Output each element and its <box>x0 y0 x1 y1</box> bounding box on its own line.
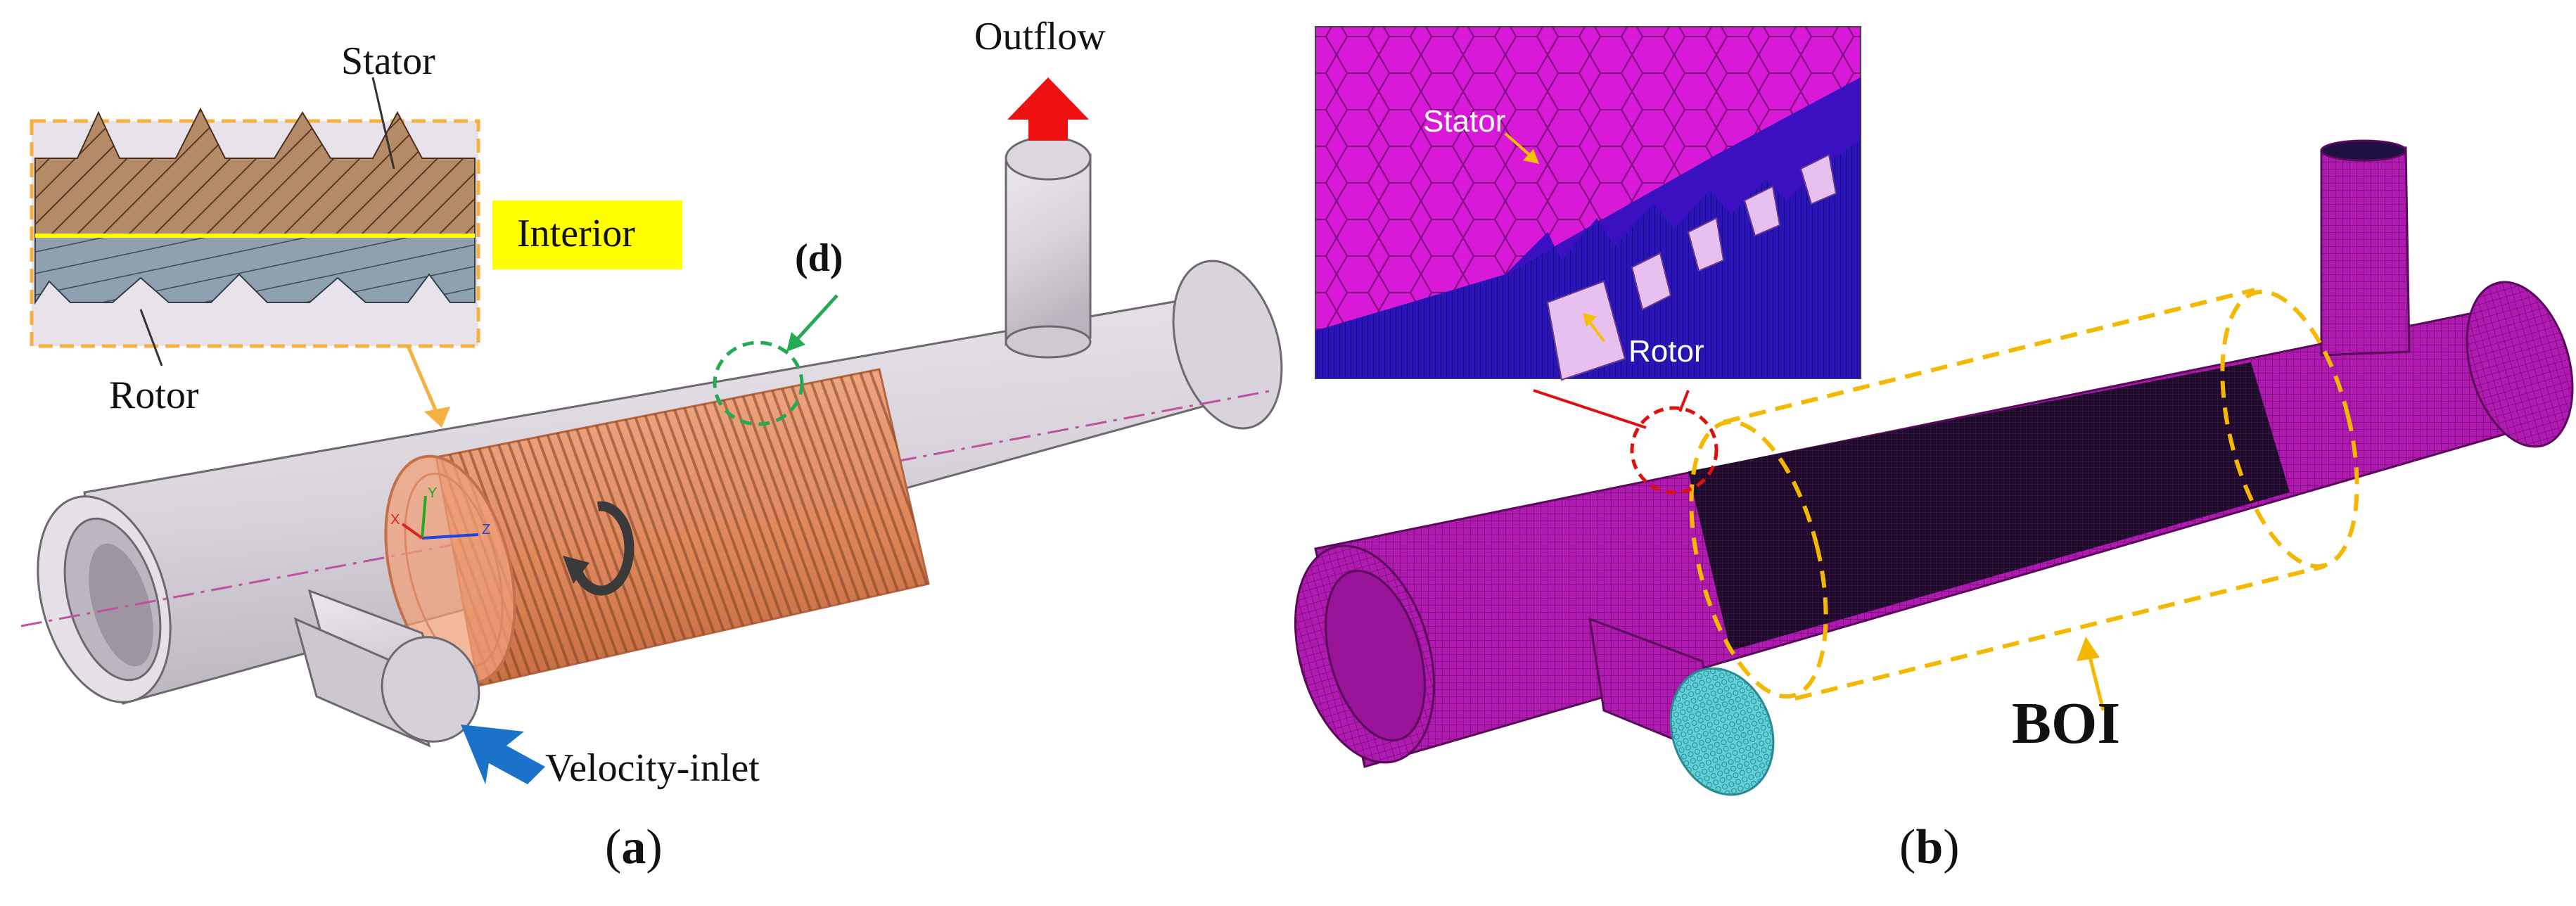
panel-b-geometry <box>1294 26 2574 796</box>
callout-frame <box>30 77 480 428</box>
outflow-arrow-icon <box>1007 77 1089 141</box>
axis-triad <box>401 495 479 540</box>
boi-frame <box>1689 288 2359 711</box>
zoom-inset <box>1315 26 1861 381</box>
stator-label: Stator <box>341 39 435 83</box>
rotor-sleeve <box>384 368 930 687</box>
inset-stator-label: Stator <box>1423 104 1506 139</box>
outflow-pipe <box>1005 136 1092 359</box>
boi-label: BOI <box>2012 691 2121 756</box>
panel-a: Stator Rotor Interior Outflow Velocity-i… <box>20 15 1283 874</box>
zoom-marker <box>1533 389 1719 495</box>
detail-marker-circle <box>713 294 839 426</box>
caption-b: (b) <box>1899 820 1960 874</box>
rotor-label: Rotor <box>109 374 199 417</box>
interior-highlight <box>492 200 682 269</box>
detail-marker-label: (d) <box>795 236 843 280</box>
inset-rotor-label: Rotor <box>1628 334 1704 369</box>
interior-label: Interior <box>517 212 635 255</box>
caption-a: (a) <box>605 820 663 874</box>
axis-y-label: Y <box>428 485 438 501</box>
mesh-inlet-pipe <box>1588 617 1775 796</box>
inlet-pipe <box>293 589 480 748</box>
panel-b: Stator Rotor BOI (b) <box>1294 0 2576 906</box>
mesh-outflow-pipe <box>2320 139 2411 357</box>
rotation-arrow-icon <box>563 501 635 596</box>
velocity-inlet-label: Velocity-inlet <box>545 746 760 790</box>
axis-x-label: X <box>390 512 400 528</box>
panel-a-geometry <box>20 77 1283 784</box>
axis-z-label: Z <box>482 522 491 537</box>
outflow-label: Outflow <box>974 15 1106 58</box>
velocity-inlet-arrow-icon <box>461 725 545 784</box>
